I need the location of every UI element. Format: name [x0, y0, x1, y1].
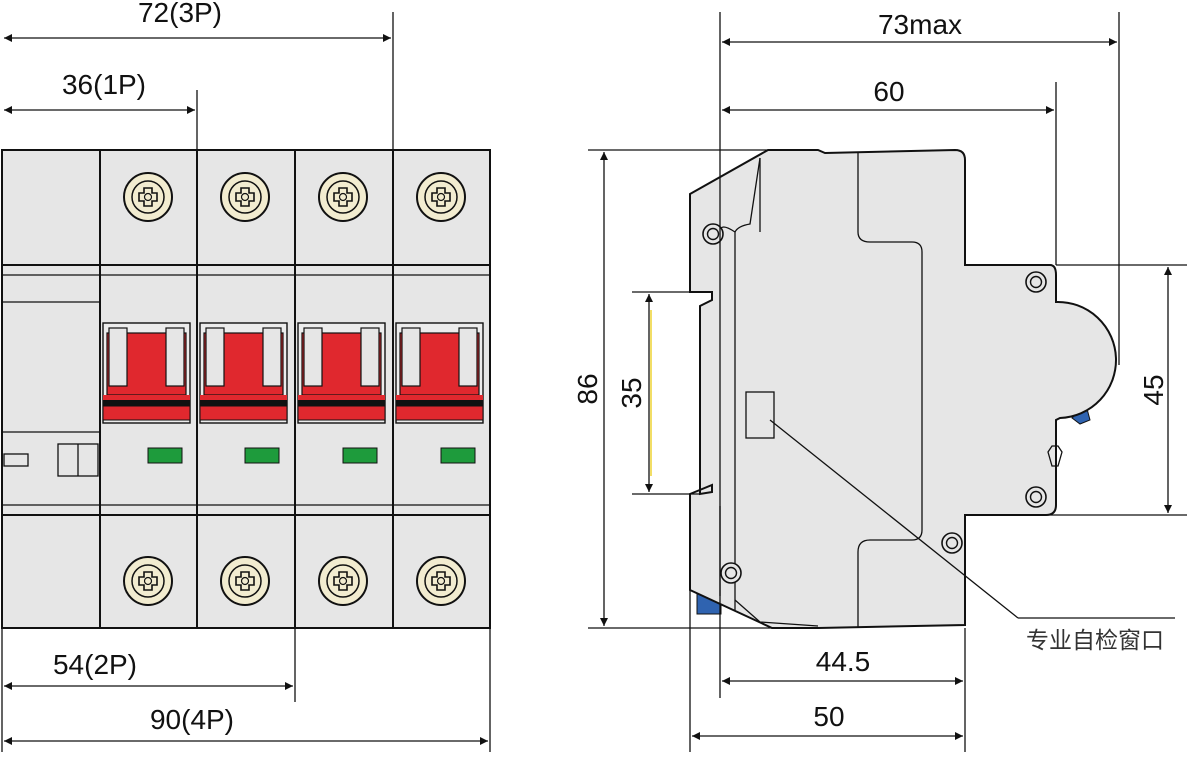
dim-label-86: 86 [572, 373, 603, 404]
handles [102, 322, 484, 424]
dim-90-4p: 90(4P) [4, 628, 491, 752]
red-toggle-handle [199, 322, 288, 424]
rivet-icon [720, 562, 742, 584]
rivet-icon [702, 223, 724, 245]
dim-50: 50 [689, 590, 963, 752]
callout-leader [769, 419, 1019, 619]
dim-label-44-5: 44.5 [816, 646, 871, 677]
dim-label-72-3p: 72(3P) [138, 0, 222, 28]
status-indicator [147, 447, 183, 464]
dim-86: 86 [572, 149, 772, 629]
dim-35: 35 [616, 291, 700, 495]
self-check-window [745, 391, 775, 439]
status-indicator [244, 447, 280, 464]
dim-72-3p: 72(3P) [4, 0, 394, 150]
dim-73max: 73max [719, 9, 1120, 698]
rivet-icon [941, 532, 963, 554]
dim-45: 45 [965, 264, 1187, 516]
red-toggle-handle [102, 322, 191, 424]
status-indicator [440, 447, 476, 464]
accessory-slot [3, 453, 29, 467]
dim-label-35: 35 [616, 377, 647, 408]
side-view: 专业自检窗口 73max 60 86 35 [572, 9, 1187, 752]
dim-label-45: 45 [1138, 374, 1169, 405]
dim-label-36-1p: 36(1P) [62, 69, 146, 100]
dim-label-50: 50 [813, 701, 844, 732]
dim-label-73max: 73max [878, 9, 962, 40]
hex-nut-icon [1047, 445, 1063, 467]
rivet-icon [1025, 486, 1047, 508]
dim-54-2p: 54(2P) [1, 628, 296, 752]
front-view: 72(3P) 36(1P) 54(2P) 90(4P) [1, 0, 491, 752]
red-toggle-handle [297, 322, 386, 424]
bottom-terminals [123, 556, 466, 606]
dim-36-1p: 36(1P) [4, 69, 198, 150]
top-terminals [123, 172, 466, 222]
dim-label-60: 60 [873, 76, 904, 107]
dim-label-90-4p: 90(4P) [150, 704, 234, 735]
side-body [689, 148, 1118, 629]
red-toggle-handle [395, 322, 484, 424]
dim-label-54-2p: 54(2P) [53, 649, 137, 680]
status-indicator [342, 447, 378, 464]
rivet-icon [1025, 271, 1047, 293]
callout-self-check-window: 专业自检窗口 [1026, 627, 1164, 653]
dim-44-5: 44.5 [722, 628, 966, 752]
dim-60: 60 [722, 76, 1057, 265]
